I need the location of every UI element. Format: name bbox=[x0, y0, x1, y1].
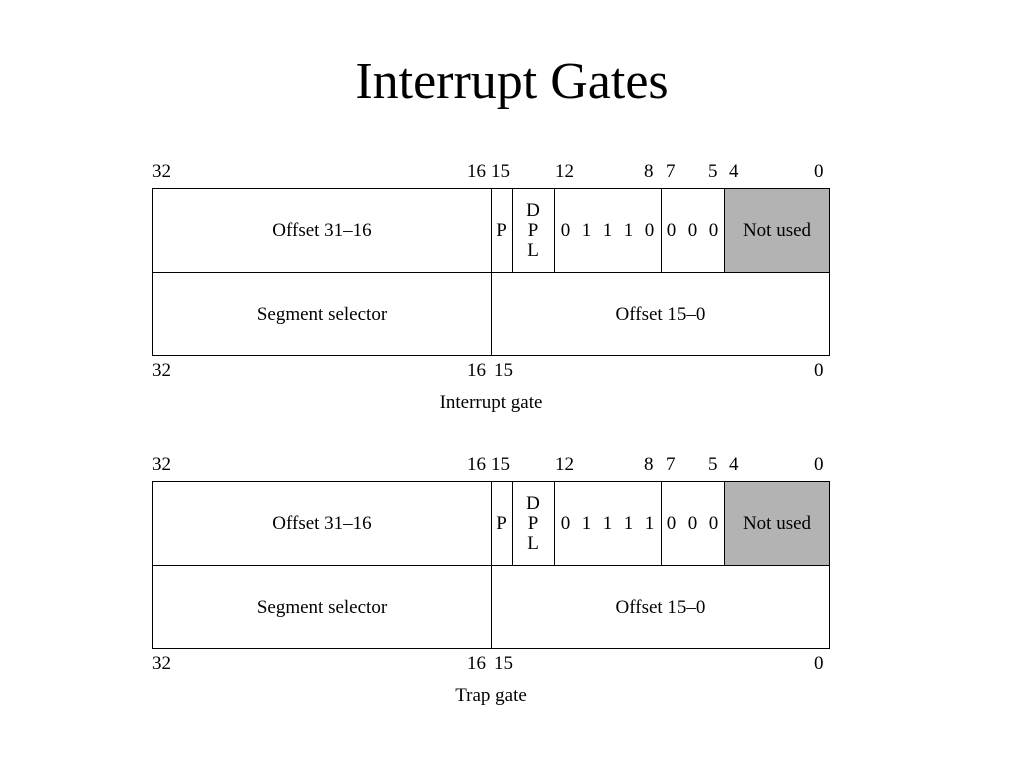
bit-label-15: 15 bbox=[494, 653, 513, 674]
row-divider bbox=[153, 565, 829, 566]
dpl-letter: P bbox=[527, 220, 539, 241]
bit-label-8: 8 bbox=[644, 454, 654, 475]
dpl-letter: D bbox=[526, 200, 540, 221]
offset-high-field: Offset 31–16 bbox=[272, 220, 372, 241]
type-bit: 0 bbox=[644, 220, 655, 241]
bit-label-0: 0 bbox=[814, 161, 824, 182]
type-bit: 1 bbox=[581, 513, 592, 534]
trap-gate-diagram: 32 16 15 12 8 7 5 4 0 Offset 31–16 P D P… bbox=[0, 448, 1024, 708]
bit-label-32: 32 bbox=[152, 653, 171, 674]
reserved-bit: 0 bbox=[687, 513, 698, 534]
diagram-caption: Trap gate bbox=[455, 685, 527, 706]
type-bit: 1 bbox=[623, 220, 634, 241]
type-bit: 1 bbox=[644, 513, 655, 534]
type-bit: 1 bbox=[602, 513, 613, 534]
divider bbox=[512, 482, 513, 566]
bit-label-0: 0 bbox=[814, 360, 824, 381]
type-bit: 1 bbox=[602, 220, 613, 241]
bit-label-32: 32 bbox=[152, 161, 171, 182]
offset-low-field: Offset 15–0 bbox=[615, 303, 706, 325]
reserved-bit: 0 bbox=[708, 513, 719, 534]
interrupt-gate-diagram: 32 16 15 12 8 7 5 4 0 Offset 31–16 P D P… bbox=[0, 155, 1024, 415]
segment-selector-field: Segment selector bbox=[256, 303, 388, 325]
bit-label-7: 7 bbox=[666, 161, 676, 182]
dpl-letter: L bbox=[527, 533, 539, 554]
bit-label-32: 32 bbox=[152, 454, 171, 475]
bit-label-0: 0 bbox=[814, 454, 824, 475]
diagram-caption: Interrupt gate bbox=[439, 392, 543, 413]
divider bbox=[554, 482, 555, 566]
dpl-field: D P L bbox=[512, 189, 554, 273]
bit-label-16: 16 bbox=[467, 360, 486, 381]
page-title: Interrupt Gates bbox=[355, 53, 669, 110]
bit-label-16: 16 bbox=[467, 653, 486, 674]
bit-label-0: 0 bbox=[814, 653, 824, 674]
bit-label-12: 12 bbox=[555, 161, 574, 182]
divider bbox=[661, 482, 662, 566]
dpl-field: D P L bbox=[512, 482, 554, 566]
dpl-letter: L bbox=[527, 240, 539, 261]
not-used-field: Not used bbox=[725, 189, 829, 272]
divider bbox=[554, 189, 555, 273]
reserved-bit: 0 bbox=[687, 220, 698, 241]
present-bit-field: P bbox=[496, 513, 507, 534]
bit-label-4: 4 bbox=[729, 454, 739, 475]
bit-label-5: 5 bbox=[708, 454, 718, 475]
divider bbox=[512, 189, 513, 273]
offset-high-field: Offset 31–16 bbox=[272, 513, 372, 534]
offset-low-field: Offset 15–0 bbox=[615, 596, 706, 618]
divider bbox=[724, 189, 725, 273]
type-bit: 0 bbox=[560, 513, 571, 534]
row-divider bbox=[153, 272, 829, 273]
divider bbox=[724, 482, 725, 566]
not-used-field: Not used bbox=[725, 482, 829, 565]
reserved-bit: 0 bbox=[666, 513, 677, 534]
bit-label-16: 16 bbox=[467, 161, 486, 182]
bit-label-16: 16 bbox=[467, 454, 486, 475]
bit-label-5: 5 bbox=[708, 161, 718, 182]
bit-label-12: 12 bbox=[555, 454, 574, 475]
reserved-bit: 0 bbox=[708, 220, 719, 241]
present-bit-field: P bbox=[496, 220, 507, 241]
bit-label-15: 15 bbox=[491, 454, 510, 475]
dpl-letter: P bbox=[527, 513, 539, 534]
bit-label-4: 4 bbox=[729, 161, 739, 182]
type-bit: 0 bbox=[560, 220, 571, 241]
type-bit: 1 bbox=[581, 220, 592, 241]
segment-selector-field: Segment selector bbox=[256, 596, 388, 618]
bit-label-15: 15 bbox=[491, 161, 510, 182]
type-bit: 1 bbox=[623, 513, 634, 534]
bit-label-8: 8 bbox=[644, 161, 654, 182]
bit-label-7: 7 bbox=[666, 454, 676, 475]
divider bbox=[661, 189, 662, 273]
bit-label-32: 32 bbox=[152, 360, 171, 381]
reserved-bit: 0 bbox=[666, 220, 677, 241]
bit-label-15: 15 bbox=[494, 360, 513, 381]
dpl-letter: D bbox=[526, 493, 540, 514]
